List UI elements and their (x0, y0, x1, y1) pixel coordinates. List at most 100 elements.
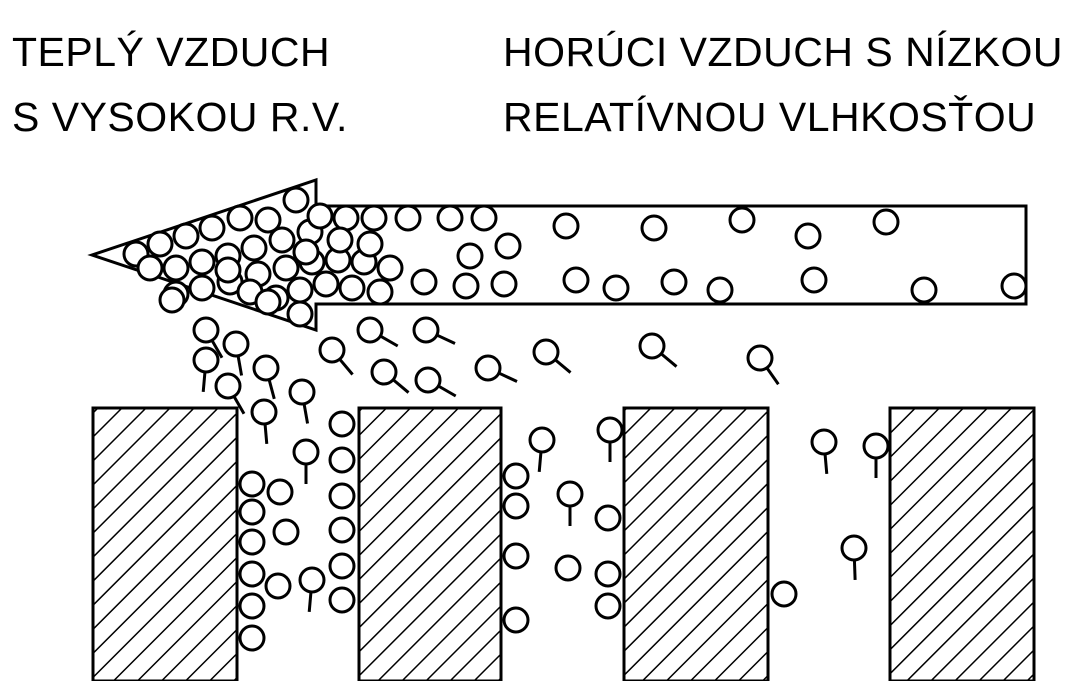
water-molecule (288, 378, 316, 406)
water-molecule (596, 416, 624, 444)
water-molecule (356, 316, 384, 344)
water-molecule (238, 470, 266, 498)
water-molecule (490, 270, 518, 298)
water-molecule (292, 438, 320, 466)
molecule-tail (537, 451, 543, 473)
water-molecule (706, 276, 734, 304)
water-molecule (238, 624, 266, 652)
water-molecule (594, 560, 622, 588)
water-molecule (412, 316, 440, 344)
water-molecule (326, 226, 354, 254)
material-block (888, 406, 1036, 681)
water-molecule (146, 230, 174, 258)
water-molecule (728, 206, 756, 234)
water-molecule (286, 276, 314, 304)
water-molecule (328, 446, 356, 474)
water-molecule (452, 272, 480, 300)
molecule-tail (267, 379, 276, 400)
water-molecule (214, 372, 242, 400)
water-molecule (264, 572, 292, 600)
material-blocks (91, 406, 1036, 681)
molecule-tail (302, 403, 310, 424)
water-molecule (268, 226, 296, 254)
molecule-tail (823, 453, 829, 475)
water-molecule (528, 426, 556, 454)
water-molecule (594, 504, 622, 532)
water-molecule (602, 274, 630, 302)
water-molecule (840, 534, 868, 562)
water-molecule (660, 268, 688, 296)
water-molecule (250, 398, 278, 426)
water-molecule (338, 274, 366, 302)
water-molecule (192, 346, 220, 374)
water-molecule (376, 254, 404, 282)
material-block (91, 406, 239, 681)
water-molecule (770, 580, 798, 608)
molecule-tail (498, 371, 518, 383)
water-molecule (502, 462, 530, 490)
water-molecule (282, 186, 310, 214)
water-molecule (238, 592, 266, 620)
water-molecule (272, 254, 300, 282)
water-molecule (158, 286, 186, 314)
water-molecules (122, 186, 1028, 652)
water-molecule (862, 432, 890, 460)
water-molecule (328, 516, 356, 544)
molecule-tail (437, 384, 457, 398)
water-molecule (414, 366, 442, 394)
water-molecule (238, 560, 266, 588)
water-molecule (502, 606, 530, 634)
water-molecule (370, 358, 398, 386)
water-molecule (556, 480, 584, 508)
water-molecule (172, 222, 200, 250)
molecule-tail (852, 559, 857, 581)
water-molecule (240, 234, 268, 262)
water-molecule (746, 344, 774, 372)
molecule-tail (263, 423, 269, 445)
molecule-tail (232, 395, 246, 415)
water-molecule (502, 492, 530, 520)
water-molecule (910, 276, 938, 304)
water-molecule (298, 566, 326, 594)
molecule-tail (660, 352, 678, 368)
molecule-tail (436, 333, 456, 345)
water-molecule (188, 274, 216, 302)
water-molecule (436, 204, 464, 232)
molecule-tail (236, 355, 244, 376)
warm-air-label-line-2: S VYSOKOU R.V. (12, 94, 348, 140)
water-molecule (800, 266, 828, 294)
water-molecule (456, 242, 484, 270)
water-molecule (356, 230, 384, 258)
molecule-tail (338, 358, 354, 376)
material-block (357, 406, 503, 681)
water-molecule (640, 214, 668, 242)
water-molecule (366, 278, 394, 306)
water-molecule (810, 428, 838, 456)
water-molecule (328, 552, 356, 580)
water-molecule (394, 204, 422, 232)
water-molecule (532, 338, 560, 366)
water-molecule (254, 206, 282, 234)
water-molecule (292, 238, 320, 266)
molecule-tail (554, 358, 572, 374)
water-molecule (410, 268, 438, 296)
molecule-tail (307, 591, 313, 613)
water-molecule (306, 202, 334, 230)
water-molecule (272, 518, 300, 546)
water-molecule (192, 316, 220, 344)
water-molecule (214, 256, 242, 284)
water-molecule (638, 332, 666, 360)
water-molecule (226, 204, 254, 232)
molecule-tail (392, 378, 410, 394)
water-molecule (594, 592, 622, 620)
water-molecule (318, 336, 346, 364)
water-molecule (162, 254, 190, 282)
water-molecule (328, 586, 356, 614)
hot-air-label-line-2: RELATÍVNOU VLHKOSŤOU (503, 94, 1037, 140)
water-molecule (328, 410, 356, 438)
water-molecule (494, 232, 522, 260)
water-molecule (332, 204, 360, 232)
water-molecule (222, 330, 250, 358)
water-molecule (552, 212, 580, 240)
